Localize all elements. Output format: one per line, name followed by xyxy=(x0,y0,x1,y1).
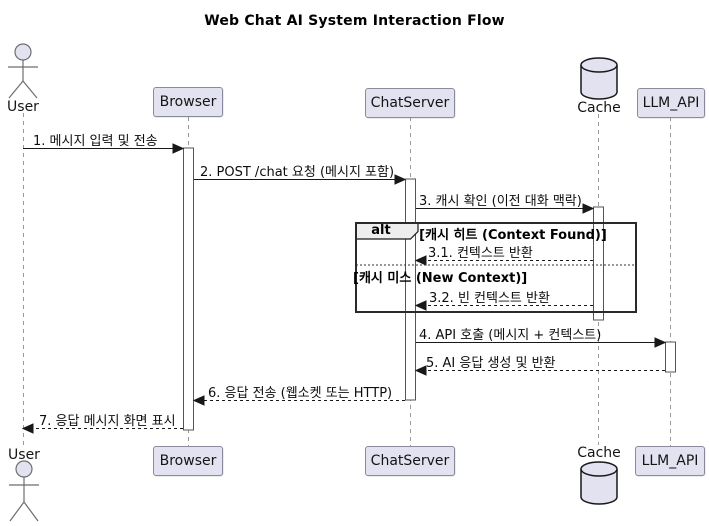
participant-chatserver-bottom: ChatServer xyxy=(365,446,455,476)
message-label-3-2: 3.2. 빈 컨텍스트 반환 xyxy=(429,291,550,306)
message-label-4: 4. API 호출 (메시지 + 컨텍스트) xyxy=(419,328,602,343)
arrowhead-msg5 xyxy=(414,365,427,376)
arrowhead-msg4 xyxy=(654,337,667,348)
message-label-5: 5. AI 응답 생성 및 반환 xyxy=(426,356,556,371)
participant-user-bottom-label: User xyxy=(8,447,40,463)
alt-fragment-frame xyxy=(355,222,637,313)
arrowhead-msg1 xyxy=(172,143,185,154)
arrowhead-msg3-2 xyxy=(414,300,427,311)
actor-head xyxy=(14,43,32,61)
message-label-3: 3. 캐시 확인 (이전 대화 맥락) xyxy=(419,194,582,209)
alt-condition-miss: [캐시 미스 (New Context)] xyxy=(353,271,528,286)
message-label-2: 2. POST /chat 요청 (메시지 포함) xyxy=(200,165,395,180)
participant-browser-bottom: Browser xyxy=(153,446,223,476)
participant-user-top-label: User xyxy=(7,99,39,115)
actor-user-top xyxy=(8,43,38,99)
participant-llm-top: LLM_API xyxy=(637,88,705,118)
participant-cache-top-label: Cache xyxy=(577,100,621,116)
activation-browser xyxy=(183,147,194,431)
database-cache-bottom xyxy=(580,461,618,505)
message-label-6: 6. 응답 전송 (웹소켓 또는 HTTP) xyxy=(208,386,393,401)
activation-cache xyxy=(593,206,604,321)
arrowhead-msg3-1 xyxy=(414,255,427,266)
participant-llm-label: LLM_API xyxy=(642,95,700,111)
diagram-title: Web Chat AI System Interaction Flow xyxy=(204,13,505,29)
message-label-7: 7. 응답 메시지 화면 표시 xyxy=(39,414,176,429)
arrowhead-msg2 xyxy=(394,174,407,185)
message-label-1: 1. 메시지 입력 및 전송 xyxy=(33,134,158,149)
message-label-3-1: 3.1. 컨텍스트 반환 xyxy=(428,246,533,261)
participant-llm-bottom: LLM_API xyxy=(635,446,705,476)
participant-browser-label: Browser xyxy=(159,453,217,469)
participant-chatserver-top: ChatServer xyxy=(365,88,455,118)
participant-chatserver-label: ChatServer xyxy=(370,95,450,111)
alt-condition-hit: [캐시 히트 (Context Found)] xyxy=(419,228,607,243)
activation-chatserver xyxy=(405,178,416,401)
alt-operator-label: alt xyxy=(371,223,391,238)
activation-bars xyxy=(183,147,676,431)
message-arrows xyxy=(21,143,667,434)
database-cache-top xyxy=(580,57,618,100)
activation-llm xyxy=(665,341,676,373)
participant-cache-bottom-label: Cache xyxy=(577,445,621,461)
participant-chatserver-label: ChatServer xyxy=(370,453,450,469)
arrowhead-msg3 xyxy=(582,203,595,214)
actor-user-bottom xyxy=(9,460,39,522)
participant-browser-top: Browser xyxy=(153,87,223,117)
actor-head xyxy=(15,460,33,478)
arrowhead-msg7 xyxy=(21,423,34,434)
participant-browser-label: Browser xyxy=(159,94,217,110)
arrowhead-msg6 xyxy=(192,395,205,406)
participant-llm-label: LLM_API xyxy=(641,453,699,469)
